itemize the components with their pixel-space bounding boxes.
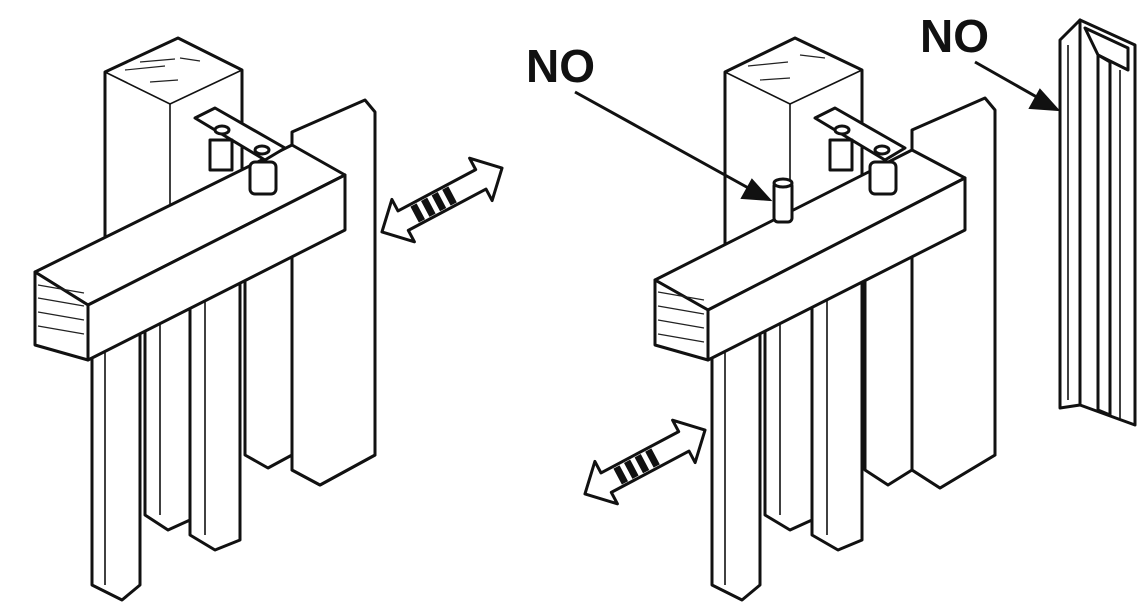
center-gate-assembly <box>653 36 997 602</box>
double-arrow-icon <box>380 156 504 244</box>
left-gate-assembly <box>33 36 377 602</box>
loose-pin <box>772 177 794 224</box>
no-label-right: NO <box>920 10 989 62</box>
double-arrow-icon <box>583 418 707 506</box>
no-label-center: NO <box>526 40 595 92</box>
leader-arrow-right <box>974 60 1061 112</box>
center-hinge <box>813 106 907 196</box>
left-hinge <box>193 106 287 196</box>
u-channel-post <box>1058 18 1137 427</box>
leader-arrow-center <box>574 90 773 202</box>
